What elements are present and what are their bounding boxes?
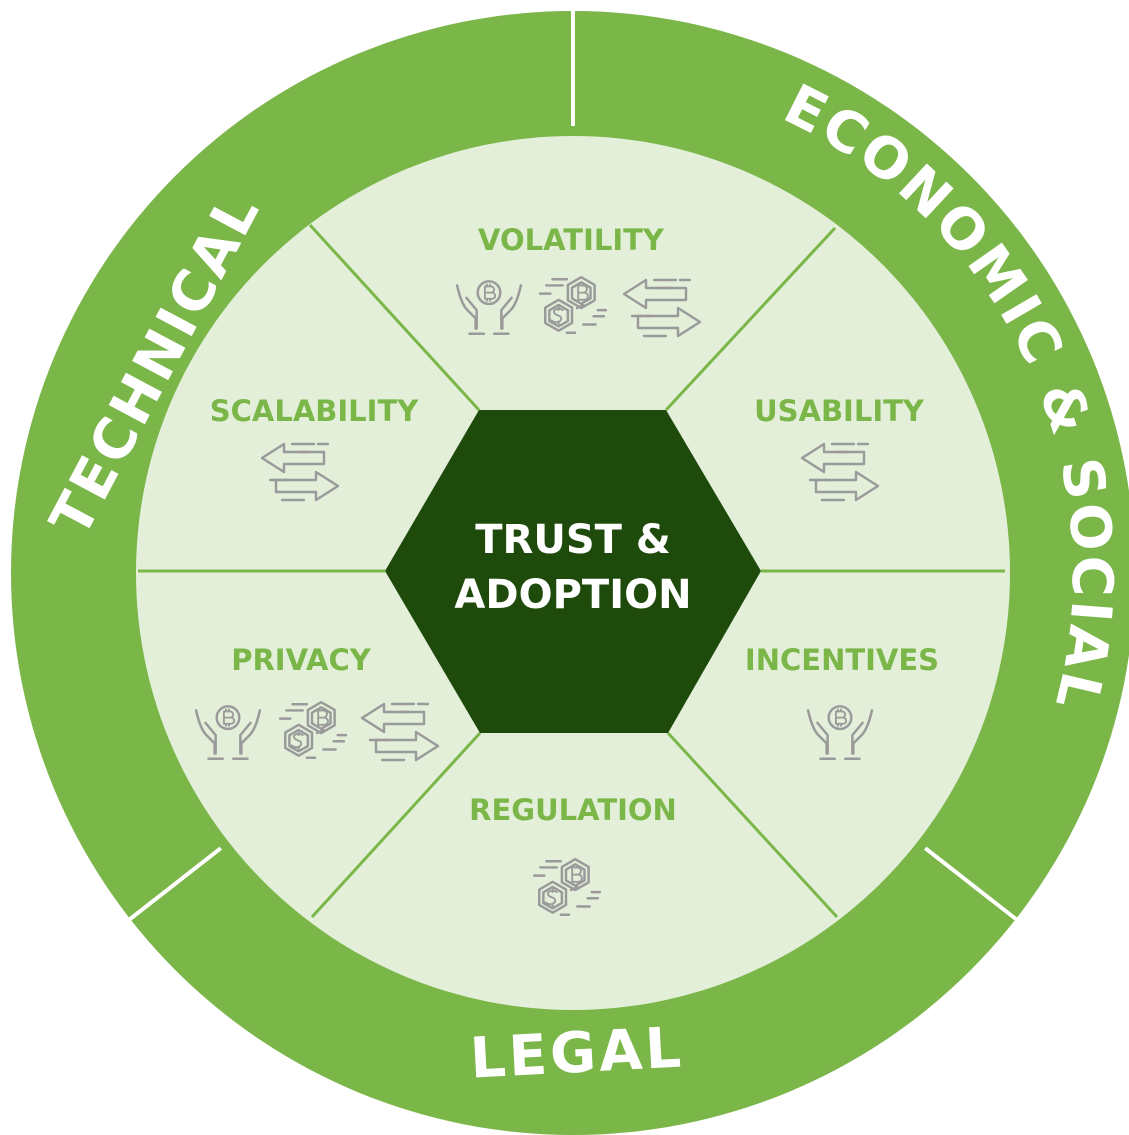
segment-label-regulation: REGULATION — [469, 793, 677, 827]
segment-divider — [308, 223, 481, 412]
ring-separator — [924, 846, 1022, 924]
segment-divider — [666, 731, 839, 919]
ring-label-legal: LEGAL — [469, 1015, 686, 1091]
segment-label-scalability: SCALABILITY — [210, 394, 419, 428]
center-title-line1: TRUST & — [475, 517, 670, 563]
center-hexagon — [385, 410, 761, 733]
segment-divider — [664, 226, 837, 412]
segment-divider — [310, 731, 482, 919]
ring-separator — [124, 846, 222, 924]
center-title-line2: ADOPTION — [454, 572, 691, 618]
segment-label-privacy: PRIVACY — [231, 643, 372, 677]
segment-label-usability: USABILITY — [754, 394, 925, 428]
segment-label-incentives: INCENTIVES — [745, 643, 939, 677]
segment-label-volatility: VOLATILITY — [478, 223, 665, 257]
